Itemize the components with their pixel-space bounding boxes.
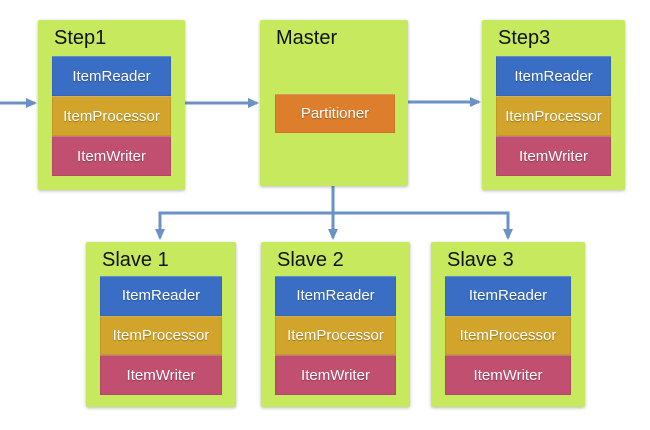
- itemwriter-box: ItemWriter: [100, 355, 222, 396]
- node-step3-stack: ItemReader ItemProcessor ItemWriter: [496, 56, 611, 176]
- node-slave2: Slave 2 ItemReader ItemProcessor ItemWri…: [261, 242, 410, 407]
- node-master: Master Partitioner: [260, 20, 408, 186]
- node-slave3-title: Slave 3: [447, 249, 514, 271]
- itemreader-box: ItemReader: [100, 276, 222, 316]
- node-slave2-stack: ItemReader ItemProcessor ItemWriter: [275, 276, 396, 396]
- node-slave1: Slave 1 ItemReader ItemProcessor ItemWri…: [86, 242, 236, 407]
- itemreader-box: ItemReader: [496, 56, 611, 96]
- node-step1: Step1 ItemReader ItemProcessor ItemWrite…: [38, 20, 185, 190]
- node-slave1-title: Slave 1: [102, 249, 169, 271]
- itemprocessor-box: ItemProcessor: [496, 96, 611, 136]
- itemwriter-box: ItemWriter: [445, 355, 571, 396]
- node-step1-stack: ItemReader ItemProcessor ItemWriter: [52, 56, 171, 176]
- node-step1-title: Step1: [54, 27, 107, 49]
- node-slave2-title: Slave 2: [277, 249, 344, 271]
- node-slave3-stack: ItemReader ItemProcessor ItemWriter: [445, 276, 571, 396]
- node-step3: Step3 ItemReader ItemProcessor ItemWrite…: [482, 20, 625, 190]
- itemwriter-box: ItemWriter: [52, 136, 171, 176]
- itemreader-box: ItemReader: [445, 276, 571, 316]
- itemprocessor-box: ItemProcessor: [275, 315, 396, 356]
- itemreader-box: ItemReader: [52, 56, 171, 96]
- itemprocessor-box: ItemProcessor: [445, 315, 571, 356]
- node-step3-title: Step3: [498, 27, 551, 49]
- itemreader-box: ItemReader: [275, 276, 396, 316]
- node-master-title: Master: [276, 27, 338, 49]
- itemprocessor-box: ItemProcessor: [100, 315, 222, 356]
- node-slave1-stack: ItemReader ItemProcessor ItemWriter: [100, 276, 222, 396]
- partitioner-box: Partitioner: [275, 94, 395, 133]
- itemwriter-box: ItemWriter: [275, 355, 396, 396]
- itemprocessor-box: ItemProcessor: [52, 96, 171, 136]
- node-slave3: Slave 3 ItemReader ItemProcessor ItemWri…: [431, 242, 585, 407]
- itemwriter-box: ItemWriter: [496, 136, 611, 176]
